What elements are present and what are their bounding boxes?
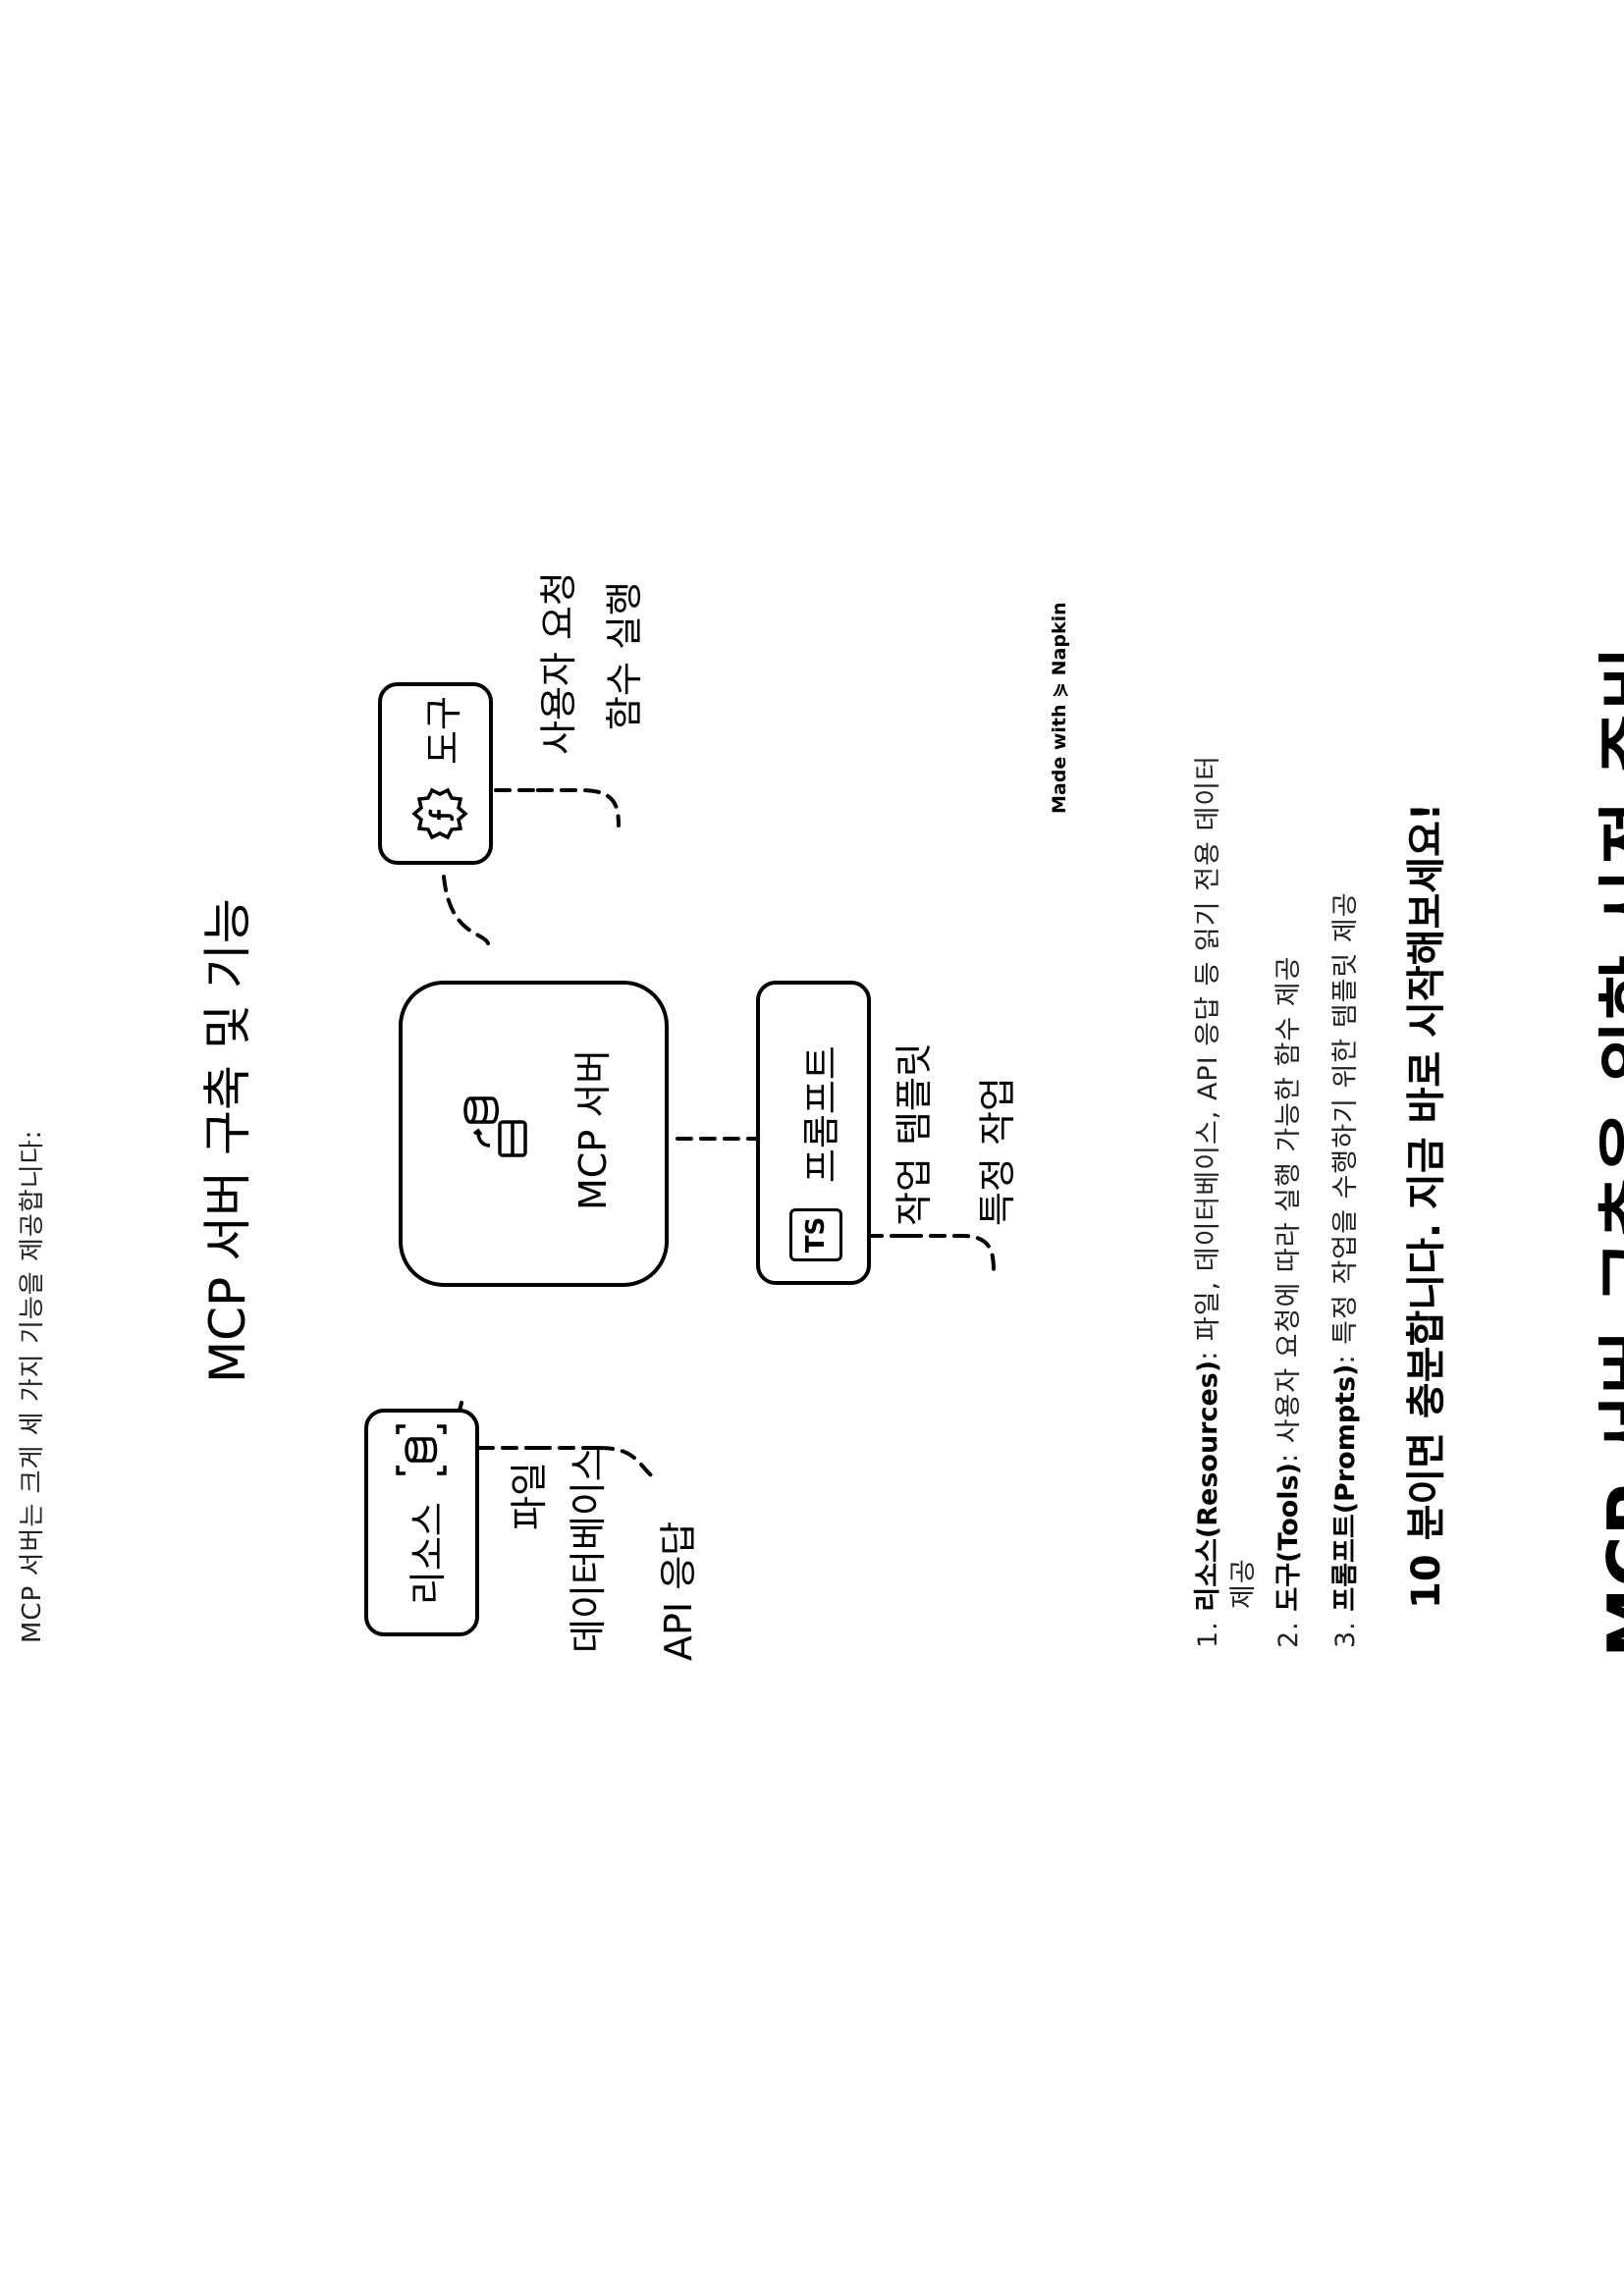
prompts-leaf-task: 특정 작업 xyxy=(976,1077,1019,1226)
list-item-3: 3. 프롬프트(Prompts): 특정 작업을 수행하기 위한 템플릿 제공 xyxy=(1324,891,1362,1648)
database-scan-icon xyxy=(392,1420,455,1479)
typescript-file-icon: TS xyxy=(789,1208,842,1261)
resources-leaf-file: 파일 xyxy=(508,1462,551,1530)
resources-node: 리소스 xyxy=(364,1409,479,1636)
prompts-label: 프롬프트 xyxy=(800,1045,843,1183)
prompts-node: TS 프롬프트 xyxy=(756,981,871,1285)
function-gear-icon xyxy=(409,784,472,843)
list-item-1-continuation: 제공 xyxy=(1228,1558,1259,1609)
list-description: : 파일, 데이터베이스, API 응답 등 읽기 전용 데이터 xyxy=(1193,755,1223,1361)
tools-node: 도구 xyxy=(378,682,493,865)
list-description: : 특정 작업을 수행하기 위한 템플릿 제공 xyxy=(1330,891,1361,1364)
list-number: 1. xyxy=(1193,1621,1223,1648)
napkin-watermark: Made with ⋟ Napkin xyxy=(1049,602,1070,814)
list-item-2: 2. 도구(Tools): 사용자 요청에 따라 실행 가능한 함수 제공 xyxy=(1267,956,1305,1648)
call-to-action: 10 분이면 충분합니다. 지금 바로 시작해보세요! xyxy=(1394,803,1451,1609)
tools-leaf-function: 함수 실행 xyxy=(603,581,646,730)
tools-label: 도구 xyxy=(422,696,465,765)
connector-center-tools xyxy=(442,875,490,945)
connector-prompts-task xyxy=(905,1234,996,1277)
list-number: 2. xyxy=(1273,1621,1304,1648)
cta-number: 10 xyxy=(1404,1554,1449,1609)
cta-text: 분이면 충분합니다. 지금 바로 시작해보세요! xyxy=(1404,802,1449,1555)
tools-leaf-request: 사용자 요청 xyxy=(537,571,580,755)
mcp-server-label: MCP 서버 xyxy=(571,1048,615,1210)
resources-leaf-api: API 응답 xyxy=(657,1521,700,1661)
connector-resources-api xyxy=(597,1446,658,1481)
section-heading: MCP 서버 구축을 위한 사전 준비 xyxy=(1593,645,1624,1658)
list-term: 프롬프트(Prompts) xyxy=(1330,1363,1361,1612)
list-number: 3. xyxy=(1330,1621,1361,1648)
resources-label: 리소스 xyxy=(406,1502,450,1605)
resources-leaf-database: 데이터베이스 xyxy=(567,1447,610,1653)
prompts-leaf-template: 작업 템플릿 xyxy=(893,1042,936,1226)
server-database-icon xyxy=(457,1087,537,1163)
list-item-1: 1. 리소스(Resources): 파일, 데이터베이스, API 응답 등 … xyxy=(1186,755,1224,1648)
list-term: 도구(Tools) xyxy=(1273,1463,1304,1612)
mcp-server-node: MCP 서버 xyxy=(399,981,669,1287)
connector-tools-func xyxy=(536,788,621,828)
list-description: : 사용자 요청에 따라 실행 가능한 함수 제공 xyxy=(1273,955,1304,1464)
list-term: 리소스(Resources) xyxy=(1193,1360,1223,1612)
